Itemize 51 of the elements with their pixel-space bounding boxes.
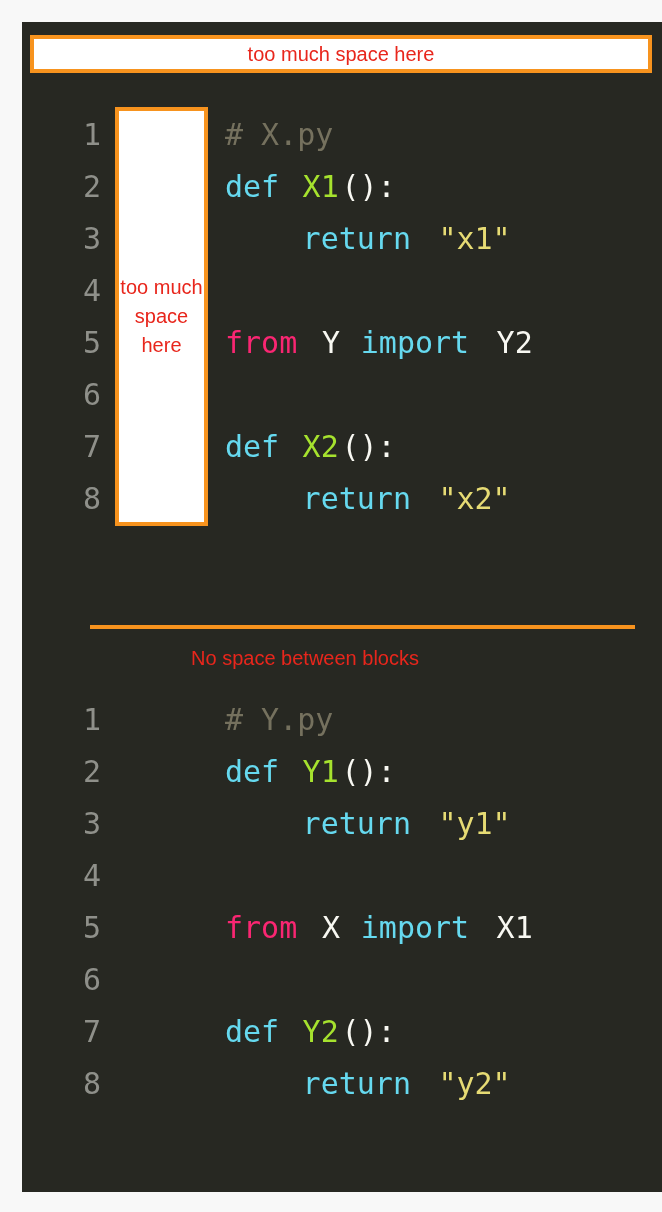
code-token: import bbox=[360, 325, 470, 361]
code-token: from bbox=[225, 910, 298, 946]
line-number: 6 bbox=[82, 377, 102, 413]
code-token: Y2 bbox=[496, 325, 533, 361]
code-token: def bbox=[225, 754, 280, 790]
line-number: 4 bbox=[82, 273, 102, 309]
code-token: (): bbox=[341, 429, 396, 465]
annotation-box bbox=[30, 35, 652, 73]
annotation-text: too much space here bbox=[247, 41, 435, 67]
line-number: 3 bbox=[82, 806, 102, 842]
code-token: "x2" bbox=[438, 481, 511, 517]
code-token: def bbox=[225, 169, 280, 205]
annotation-note: No space between blocks bbox=[191, 645, 419, 671]
line-number: 6 bbox=[82, 962, 102, 998]
line-number: 3 bbox=[82, 221, 102, 257]
code-token: return bbox=[302, 481, 411, 517]
line-number: 2 bbox=[82, 754, 102, 790]
line-number: 4 bbox=[82, 858, 102, 894]
code-token: def bbox=[225, 1014, 280, 1050]
code-token: from bbox=[225, 325, 298, 361]
code-token: return bbox=[302, 806, 411, 842]
code-token: def bbox=[225, 429, 280, 465]
code-token: "y2" bbox=[438, 1066, 511, 1102]
annotation-text: too much space here bbox=[119, 275, 204, 358]
line-number: 5 bbox=[82, 910, 102, 946]
line-number: 7 bbox=[82, 1014, 102, 1050]
line-number: 8 bbox=[82, 481, 102, 517]
code-token: X2 bbox=[302, 429, 339, 465]
line-number: 2 bbox=[82, 169, 102, 205]
code-token: X1 bbox=[302, 169, 339, 205]
code-token: import bbox=[360, 910, 470, 946]
code-token: X1 bbox=[496, 910, 533, 946]
code-token: "y1" bbox=[438, 806, 511, 842]
annotation-box bbox=[115, 107, 208, 526]
code-comment: # X.py bbox=[225, 117, 334, 153]
code-token: return bbox=[302, 221, 411, 257]
code-token: Y bbox=[322, 325, 341, 361]
code-token: Y1 bbox=[302, 754, 339, 790]
code-comment: # Y.py bbox=[225, 702, 334, 738]
line-number: 1 bbox=[82, 702, 102, 738]
code-token: return bbox=[302, 1066, 411, 1102]
code-token: X bbox=[322, 910, 341, 946]
code-token: "x1" bbox=[438, 221, 511, 257]
code-token: (): bbox=[341, 169, 396, 205]
line-number: 7 bbox=[82, 429, 102, 465]
line-number: 1 bbox=[82, 117, 102, 153]
code-token: Y2 bbox=[302, 1014, 339, 1050]
line-number: 8 bbox=[82, 1066, 102, 1102]
line-number: 5 bbox=[82, 325, 102, 361]
code-token: (): bbox=[341, 1014, 396, 1050]
code-token: (): bbox=[341, 754, 396, 790]
